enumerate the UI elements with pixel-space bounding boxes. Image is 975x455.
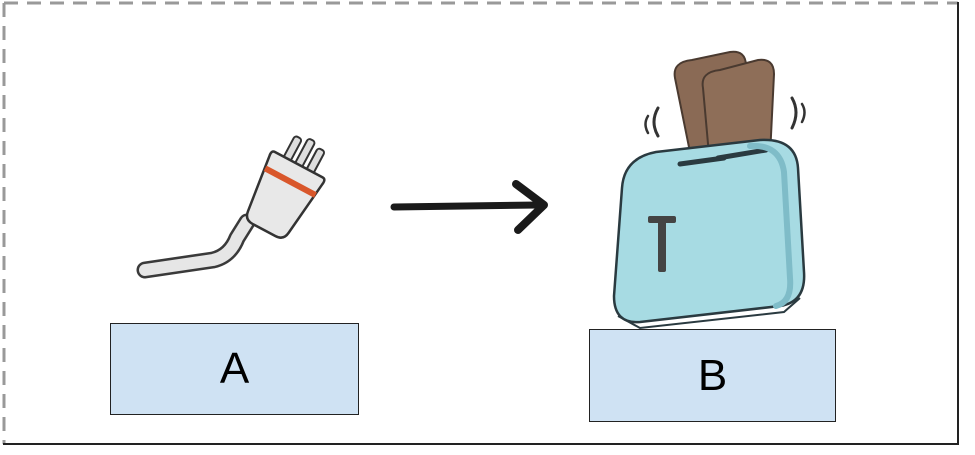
label-box-b: B [589, 329, 836, 422]
label-b-text: B [697, 350, 728, 400]
motion-line-left [652, 106, 660, 138]
label-a-text: A [219, 344, 250, 393]
electric-plug-icon [136, 135, 326, 279]
toaster-icon [612, 50, 806, 330]
motion-line-right [800, 102, 806, 124]
motion-line-right [790, 96, 798, 130]
label-box-a: A [110, 323, 359, 415]
right-arrow-icon [390, 180, 548, 234]
motion-line-left [644, 114, 650, 135]
